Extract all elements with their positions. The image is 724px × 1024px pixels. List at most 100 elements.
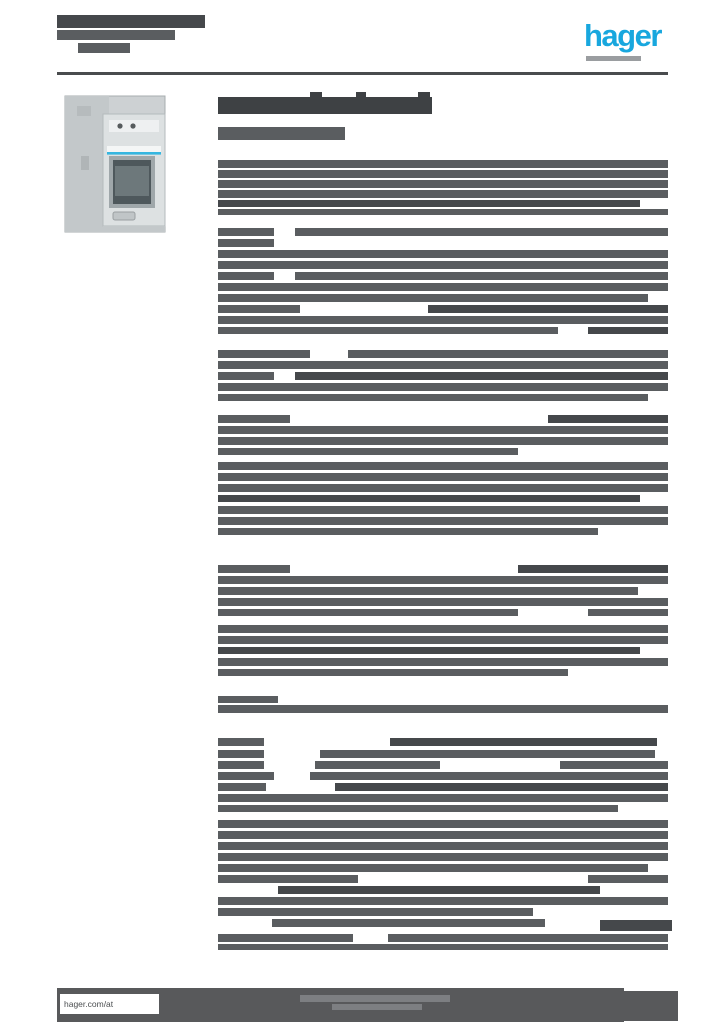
redacted-text-line [218,705,668,713]
header-redacted-line [78,43,130,53]
redacted-text-line [218,565,290,573]
redacted-text-line [218,528,598,535]
redacted-text-line [218,772,274,780]
redacted-text-line [218,170,668,178]
redacted-text-line [390,738,657,746]
redacted-text-line [218,517,668,525]
redacted-text-line [218,864,648,872]
redacted-text-line [218,587,638,595]
redacted-text-line [218,842,668,850]
hager-logo: hager [584,18,662,53]
redacted-text-line [218,609,518,616]
redacted-text-line [218,820,668,828]
redacted-text-line [588,327,668,334]
redacted-text-line [218,415,290,423]
redacted-text-line [218,160,668,168]
redacted-text-line [388,934,668,942]
redacted-text-line [218,383,668,391]
redacted-text-line [218,506,668,514]
redacted-text-line [218,327,558,334]
meter-top-clip [77,106,91,116]
header-redacted-line [57,30,175,40]
redacted-text-line [218,495,640,502]
redacted-text-line [295,228,668,236]
redacted-text-line [218,783,266,791]
brand-accent-line [107,152,161,155]
redacted-text-line [310,772,668,780]
header-redacted-line [57,15,205,28]
redacted-text-line [588,609,668,616]
redacted-text-line [218,908,533,916]
redacted-text-line [356,92,366,97]
redacted-text-line [218,669,568,676]
redacted-text-line [218,658,668,666]
redacted-text-line [218,97,432,114]
redacted-text-line [218,350,310,358]
meter-bottom [103,226,165,232]
redacted-text-line [218,372,274,380]
redacted-text-line [218,127,345,140]
redacted-text-line [218,934,353,942]
redacted-text-line [218,897,668,905]
redacted-text-line [588,875,668,883]
meter-button [112,211,136,221]
redacted-text-line [295,272,668,280]
redacted-text-line [310,92,322,97]
redacted-text-line [218,484,668,492]
redacted-text-line [418,92,430,97]
header-redacted-line [586,56,641,61]
footer-website-link[interactable]: hager.com/at [64,999,114,1009]
redacted-text-line [218,180,668,188]
label-strip [107,146,161,152]
redacted-text-line [218,239,274,247]
redacted-text-line [218,209,668,215]
redacted-text-line [218,647,640,654]
product-image-din-rail-energy-meter [64,95,166,233]
redacted-text-line [218,250,668,258]
redacted-text-line [218,696,278,703]
redacted-text-line [218,190,668,198]
redacted-text-line [218,361,668,369]
redacted-text-line [320,750,655,758]
redacted-text-line [348,350,668,358]
header-rule [57,72,668,75]
footer-link-box: hager.com/at [60,994,159,1014]
redacted-text-line [218,805,618,812]
redacted-text-line [518,565,668,573]
redacted-text-line [218,200,640,207]
redacted-text-line [218,294,648,302]
redacted-text-line [295,372,668,380]
redacted-text-line [315,761,440,769]
redacted-text-line [218,462,668,470]
lcd-display-inner [115,166,149,196]
redacted-text-line [218,576,668,584]
redacted-text-line [218,228,274,236]
redacted-text-line [218,944,668,950]
footer-page-number-block [624,991,678,1021]
footer-redacted-line [300,995,450,1002]
redacted-text-line [218,426,668,434]
redacted-text-line [218,394,648,401]
redacted-text-line [218,598,668,606]
redacted-text-line [218,738,264,746]
redacted-text-line [218,750,264,758]
terminal-screw-icon [117,123,123,129]
redacted-text-line [218,625,668,633]
redacted-text-line [218,794,668,802]
redacted-text-line [218,316,668,324]
redacted-text-line [218,636,668,644]
redacted-text-line [218,473,668,481]
redacted-text-line [218,272,274,280]
redacted-text-line [218,875,358,883]
redacted-text-line [278,886,600,894]
redacted-text-line [218,853,668,861]
redacted-text-line [218,761,264,769]
redacted-text-line [218,437,668,445]
redacted-text-line [218,305,300,313]
redacted-text-line [335,783,668,791]
redacted-text-line [600,920,672,931]
redacted-text-line [560,761,668,769]
terminal-screw-icon [130,123,136,129]
redacted-text-line [428,305,668,313]
